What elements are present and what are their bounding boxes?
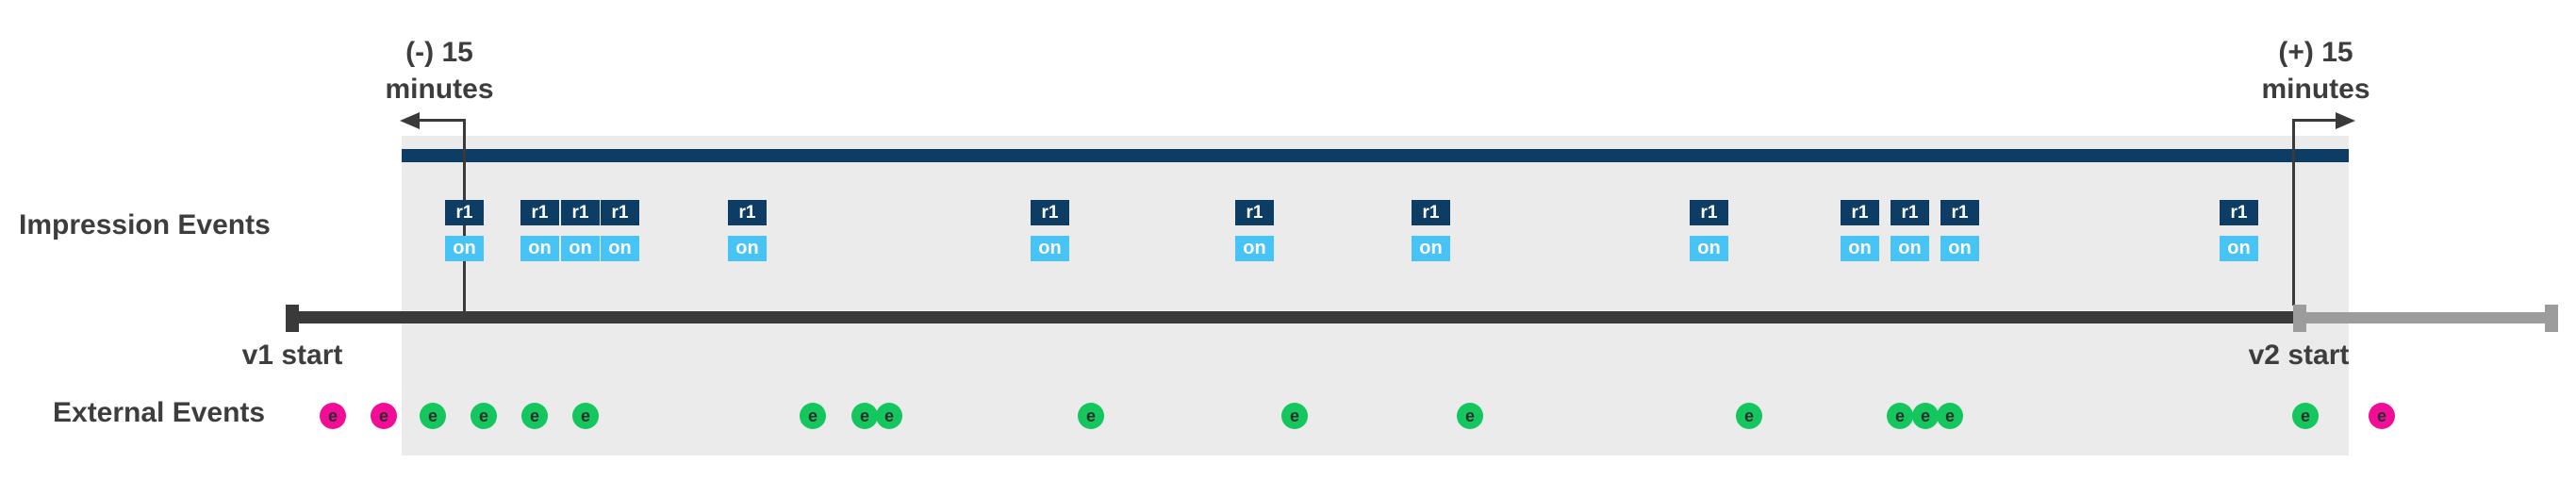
impression-event-r1-box: r1 <box>1412 200 1450 225</box>
external-events-row-label: External Events <box>53 397 266 428</box>
external-event-dot-in-window: e <box>800 403 826 429</box>
impression-event-on-box: on <box>601 236 639 261</box>
v2-timeline-bar <box>2301 312 2551 323</box>
impression-event-on-box: on <box>1940 236 1979 261</box>
impression-event-r1-box: r1 <box>1841 200 1879 225</box>
external-event-dot-outside-window: e <box>371 403 397 429</box>
impression-event-on-box: on <box>1841 236 1879 261</box>
impression-event-on-box: on <box>445 236 484 261</box>
plus-window-label: (+) 15 minutes <box>2193 34 2438 108</box>
external-event-dot-in-window: e <box>1887 403 1913 429</box>
v1-timeline-bar <box>286 311 2293 323</box>
impression-event-r1-box: r1 <box>1235 200 1274 225</box>
v2-start-tick <box>2293 305 2306 332</box>
analysis-window-panel <box>402 136 2349 456</box>
external-event-dot-in-window: e <box>420 403 446 429</box>
impression-event-on-box: on <box>2220 236 2258 261</box>
plus-arrow-shaft <box>2292 119 2341 122</box>
external-event-dot-in-window: e <box>1937 403 1963 429</box>
impression-event-r1-box: r1 <box>520 200 559 225</box>
minus-window-label-line1: (-) 15 <box>405 37 473 68</box>
impression-event-on-box: on <box>561 236 600 261</box>
impression-event-r1-box: r1 <box>1690 200 1728 225</box>
impression-event-on-box: on <box>1031 236 1069 261</box>
impression-event-r1-box: r1 <box>2220 200 2258 225</box>
impression-event-on-box: on <box>520 236 559 261</box>
external-event-dot-in-window: e <box>572 403 599 429</box>
impression-event-r1-box: r1 <box>1891 200 1929 225</box>
left-arrow-icon <box>400 112 420 129</box>
impression-event-r1-box: r1 <box>728 200 767 225</box>
external-event-dot-in-window: e <box>2292 403 2319 429</box>
right-arrow-icon <box>2336 112 2355 129</box>
plus-window-label-line1: (+) 15 <box>2278 37 2353 68</box>
minus-arrow-shaft <box>413 119 466 122</box>
v2-timeline-end-tick <box>2545 305 2558 332</box>
external-event-dot-in-window: e <box>1457 403 1483 429</box>
external-event-dot-in-window: e <box>1912 403 1939 429</box>
external-event-dot-outside-window: e <box>320 403 346 429</box>
v1-start-label: v1 start <box>241 340 343 371</box>
external-event-dot-in-window: e <box>471 403 497 429</box>
impression-event-on-box: on <box>1235 236 1274 261</box>
external-event-dot-in-window: e <box>521 403 548 429</box>
plus-window-label-line2: minutes <box>2261 74 2370 105</box>
impression-event-r1-box: r1 <box>1940 200 1979 225</box>
impression-events-row-label: Impression Events <box>19 209 271 240</box>
impression-event-on-box: on <box>1412 236 1450 261</box>
impression-event-on-box: on <box>1891 236 1929 261</box>
external-event-dot-in-window: e <box>876 403 902 429</box>
impression-event-r1-box: r1 <box>561 200 600 225</box>
external-event-dot-outside-window: e <box>2369 403 2395 429</box>
external-event-dot-in-window: e <box>1736 403 1762 429</box>
impression-event-on-box: on <box>1690 236 1728 261</box>
minus-window-label: (-) 15 minutes <box>317 34 562 108</box>
impression-event-r1-box: r1 <box>1031 200 1069 225</box>
impression-event-on-box: on <box>728 236 767 261</box>
external-event-dot-in-window: e <box>1281 403 1308 429</box>
plus-window-marker-line <box>2292 120 2295 306</box>
minus-window-label-line2: minutes <box>385 74 494 105</box>
impression-event-r1-box: r1 <box>601 200 639 225</box>
external-event-dot-in-window: e <box>1078 403 1104 429</box>
external-event-dot-in-window: e <box>851 403 878 429</box>
v2-start-label: v2 start <box>2248 340 2350 371</box>
version-span-bar <box>402 149 2349 162</box>
impression-event-r1-box: r1 <box>445 200 484 225</box>
